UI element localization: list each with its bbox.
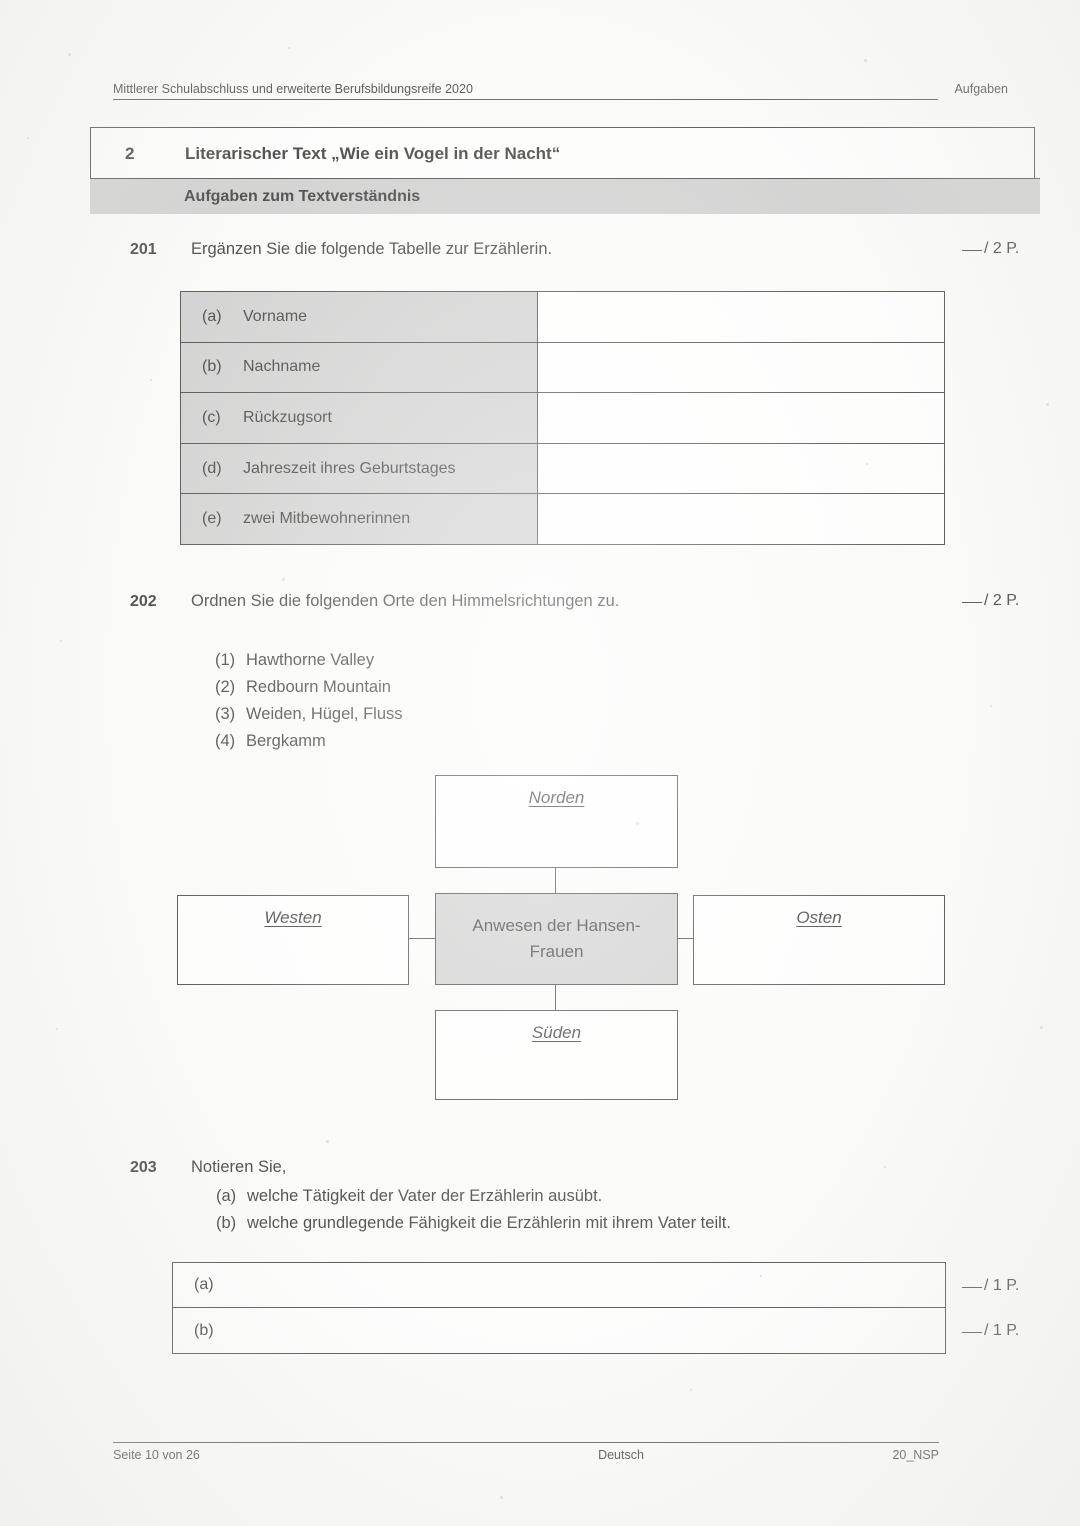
scan-speck — [27, 137, 29, 139]
diagram-label-south: Süden — [531, 1023, 582, 1042]
scan-speck — [68, 53, 71, 56]
scan-speck — [60, 640, 62, 642]
diagram-box-south[interactable]: Süden — [435, 1010, 678, 1100]
footer-page-number: Seite 10 von 26 — [113, 1448, 200, 1462]
page-footer: Seite 10 von 26 Deutsch 20_NSP — [113, 1442, 939, 1462]
diagram-box-east[interactable]: Osten — [693, 895, 945, 985]
scan-speck — [282, 578, 285, 581]
subitem-key: (b) — [216, 1214, 237, 1232]
scan-speck — [616, 1462, 618, 1464]
task-203-subitems: (a) welche Tätigkeit der Vater der Erzähl… — [216, 1183, 731, 1237]
points-blank-line — [962, 1287, 982, 1288]
task-203-heading: 203 Notieren Sie, — [130, 1158, 286, 1177]
connector-south — [555, 984, 557, 1011]
answer-a-points: / 1 P. — [962, 1277, 1019, 1295]
scan-speck — [56, 1028, 58, 1030]
connector-west — [408, 938, 436, 940]
scan-speck — [636, 822, 639, 825]
answer-row-b[interactable]: (b) — [173, 1308, 945, 1353]
answer-box-203: (a) (b) — [172, 1262, 946, 1354]
scan-speck — [1046, 403, 1049, 406]
connector-east — [677, 938, 694, 940]
diagram-label-west: Westen — [264, 908, 322, 927]
task-203-subitem: (a) welche Tätigkeit der Vater der Erzähl… — [216, 1183, 731, 1210]
task-203-number: 203 — [130, 1159, 157, 1176]
diagram-box-center: Anwesen der Hansen-Frauen — [435, 893, 678, 985]
diagram-label-east: Osten — [796, 908, 842, 927]
diagram-box-west[interactable]: Westen — [177, 895, 409, 985]
points-blank-line — [962, 1332, 982, 1333]
connector-north — [555, 866, 557, 895]
task-203-text: Notieren Sie, — [191, 1158, 287, 1176]
scan-speck — [864, 59, 867, 62]
scan-speck — [866, 463, 868, 465]
subitem-text: welche grundlegende Fähigkeit die Erzähl… — [247, 1214, 731, 1232]
scan-speck — [690, 1389, 692, 1391]
diagram-box-north[interactable]: Norden — [435, 775, 678, 868]
answer-row-key: (a) — [194, 1276, 214, 1293]
scan-speck — [884, 1166, 886, 1168]
answer-row-a[interactable]: (a) — [173, 1263, 945, 1308]
answer-a-points-label: / 1 P. — [984, 1277, 1020, 1294]
diagram-label-north: Norden — [528, 788, 585, 807]
subitem-text: welche Tätigkeit der Vater der Erzähleri… — [247, 1187, 603, 1205]
answer-row-key: (b) — [194, 1321, 214, 1339]
answer-b-points-label: / 1 P. — [984, 1322, 1020, 1339]
scan-speck — [326, 1140, 329, 1143]
scan-speck — [288, 47, 290, 49]
diagram-label-center: Anwesen der Hansen-Frauen — [472, 916, 641, 961]
scan-speck — [990, 705, 992, 707]
footer-subject: Deutsch — [598, 1448, 644, 1462]
scan-speck — [760, 1275, 762, 1277]
scan-speck — [500, 1496, 503, 1499]
footer-code: 20_NSP — [892, 1448, 939, 1462]
subitem-key: (a) — [216, 1187, 237, 1205]
answer-b-points: / 1 P. — [962, 1322, 1019, 1340]
scan-speck — [150, 379, 152, 381]
task-203-subitem: (b) welche grundlegende Fähigkeit die Erz… — [216, 1210, 731, 1237]
scan-speck — [1040, 1026, 1043, 1029]
